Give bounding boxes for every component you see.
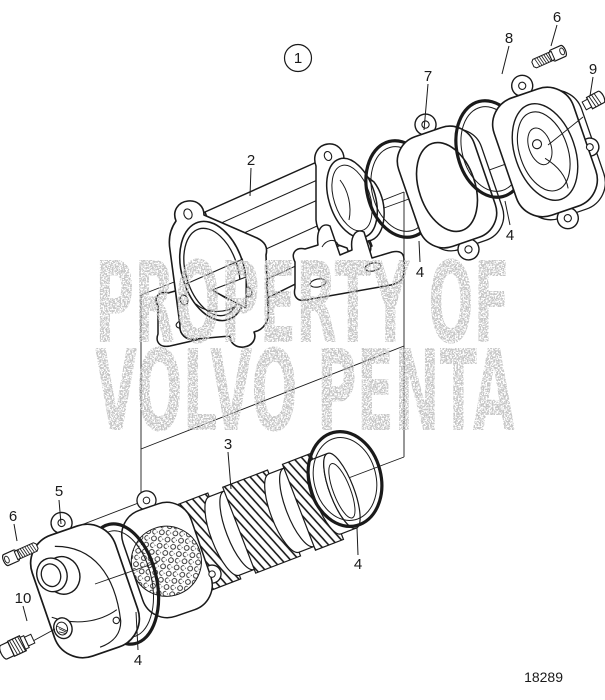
callout-9: 9 [589,61,597,78]
part-plug-9 [581,90,605,111]
part-gasket [396,113,505,261]
callout-labels: 1 2 7 8 6 9 4 4 3 4 4 5 6 10 [9,9,597,669]
callout-10: 10 [15,590,32,607]
callout-6-top: 6 [553,9,561,26]
watermark: PROPERTY OF VOLVO PENTA [95,239,515,457]
assembly-callout-circle [283,43,313,73]
drawing-number: 18289 [524,669,563,685]
callout-1: 1 [294,50,302,67]
part-plug-10 [0,633,36,660]
part-oring-bottom-right [306,430,384,528]
housing-right-flange [314,143,385,259]
callout-4-d: 4 [354,556,362,573]
callout-5: 5 [55,483,63,500]
leader-lines [13,24,594,651]
axis-line-plug10 [32,628,56,642]
callout-8: 8 [505,30,513,47]
watermark-line2: VOLVO PENTA [95,327,515,457]
housing-base-right [292,224,405,302]
callout-6-bottom: 6 [9,508,17,525]
part-end-cover [491,74,605,230]
part-bolt-bottom [2,542,39,567]
housing-front-flange [168,200,270,348]
part-end-cap [29,511,141,659]
watermark-line1: PROPERTY OF [95,239,510,369]
part-bolt-top [531,44,567,69]
callout-7: 7 [424,68,432,85]
callout-2: 2 [247,152,255,169]
callout-4-c: 4 [134,652,142,669]
callout-4-a: 4 [416,264,424,281]
axis-line-bottom [94,561,159,585]
callout-3: 3 [224,436,232,453]
axis-line-plug9 [547,116,584,146]
part-tube-sheet [121,490,222,619]
callout-4-b: 4 [506,227,514,244]
